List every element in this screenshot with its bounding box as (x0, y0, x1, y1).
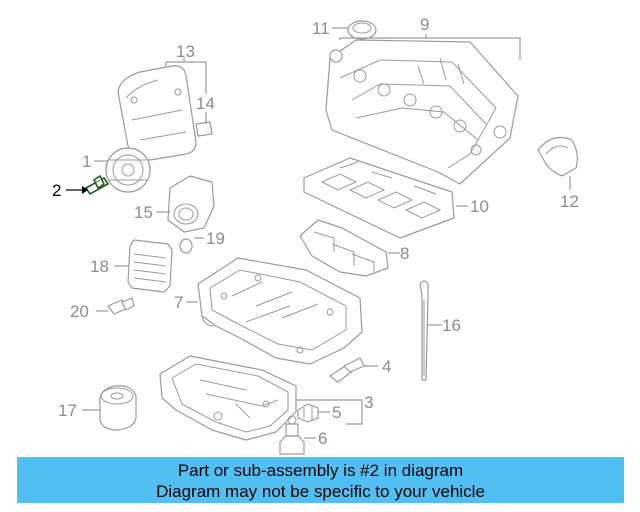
callout-20: 20 (70, 302, 89, 321)
callout-8: 8 (400, 244, 409, 263)
thermostat-housing-part[interactable] (167, 175, 215, 233)
callout-16: 16 (442, 316, 461, 335)
callout-14: 14 (196, 94, 215, 113)
callout-9: 9 (420, 15, 429, 34)
callout-3: 3 (364, 393, 373, 412)
pulley-part[interactable] (105, 147, 151, 193)
callout-6: 6 (318, 429, 327, 448)
callout-4: 4 (382, 357, 391, 376)
o-ring-part[interactable] (179, 238, 193, 254)
timing-cover-part[interactable] (117, 65, 197, 161)
cylinder-head-part[interactable] (325, 39, 519, 185)
oil-cooler-part[interactable] (127, 239, 173, 293)
pan-seal-part[interactable] (329, 357, 365, 383)
callout-12: 12 (560, 192, 579, 211)
callout-15: 15 (134, 203, 153, 222)
info-banner: Part or sub-assembly is #2 in diagram Di… (17, 457, 624, 503)
callout-5: 5 (332, 403, 341, 422)
drain-plug-part[interactable] (297, 403, 319, 423)
dipstick-part[interactable] (419, 280, 429, 381)
lower-oil-pan-part[interactable] (159, 355, 297, 441)
banner-line-1: Part or sub-assembly is #2 in diagram (177, 461, 464, 480)
cover-seal-part[interactable] (195, 121, 213, 137)
upper-oil-pan-part[interactable] (197, 257, 363, 365)
oil-level-sensor-part[interactable] (279, 415, 305, 455)
oil-filler-cap-part[interactable] (329, 20, 377, 63)
head-gasket-part[interactable] (303, 157, 455, 239)
callout-17: 17 (58, 401, 77, 420)
callout-2: 2 (52, 181, 61, 200)
intake-manifold-part[interactable] (299, 219, 389, 277)
sensor-part[interactable] (107, 297, 135, 315)
callout-11: 11 (312, 19, 330, 38)
callout-10: 10 (470, 197, 489, 216)
camshaft-cover-part[interactable] (537, 137, 578, 177)
oil-filter-part[interactable] (99, 385, 137, 431)
pulley-bolt-part[interactable] (84, 174, 110, 196)
callout-7: 7 (174, 293, 183, 312)
parts-diagram: 13 14 1 2 15 19 18 20 (52, 15, 579, 455)
callout-18: 18 (90, 257, 109, 276)
banner-line-2: Diagram may not be specific to your vehi… (156, 482, 485, 501)
callout-1: 1 (82, 152, 91, 171)
callout-13: 13 (176, 42, 195, 61)
callout-19: 19 (206, 229, 225, 248)
